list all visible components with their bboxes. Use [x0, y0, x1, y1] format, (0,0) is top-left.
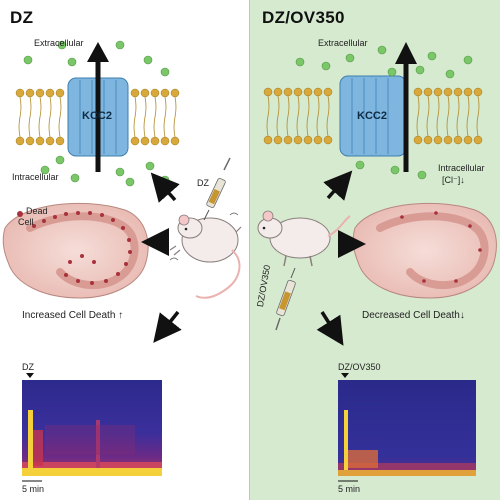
- left-syringe-label: DZ: [197, 178, 209, 188]
- right-intracellular-label: Intracellular: [438, 163, 485, 173]
- right-hippocampus: [352, 202, 497, 299]
- left-membrane: [15, 42, 180, 172]
- right-scale-bar-label: 5 min: [338, 484, 361, 494]
- left-eeg-marker-label: DZ: [22, 362, 34, 372]
- right-extracellular-label: Extracellular: [318, 38, 368, 48]
- left-panel-title: DZ: [10, 8, 34, 27]
- right-pathway-arrows: [316, 170, 366, 346]
- left-hippocampus: [2, 202, 149, 299]
- right-outcome-text: Decreased Cell Death↓: [362, 310, 465, 321]
- dead-cell-label-2: Cell: [18, 217, 34, 227]
- right-spectrogram: [338, 373, 476, 482]
- left-scale-bar-label: 5 min: [22, 484, 45, 494]
- right-membrane: [263, 42, 483, 172]
- right-kcc2-label: KCC2: [357, 110, 387, 122]
- left-intracellular-label: Intracellular: [12, 172, 59, 182]
- right-eeg-marker-label: DZ/OV350: [338, 362, 381, 372]
- left-syringe-icon: [203, 157, 231, 221]
- right-panel-title: DZ/OV350: [262, 8, 345, 27]
- panel-divider: [249, 0, 250, 500]
- dead-cell-label-1: Dead: [26, 206, 48, 216]
- right-mouse-illustration: [257, 210, 351, 267]
- right-chloride-label: [Cl⁻]↓: [442, 175, 465, 185]
- left-extracellular-label: Extracellular: [34, 38, 84, 48]
- left-kcc2-label: KCC2: [82, 110, 112, 122]
- right-syringe-icon: [275, 267, 296, 331]
- left-outcome-text: Increased Cell Death ↑: [22, 310, 124, 321]
- right-ions: [295, 45, 473, 180]
- left-spectrogram: [22, 373, 162, 482]
- left-pathway-arrows: [141, 172, 182, 343]
- left-mouse-illustration: [169, 212, 242, 299]
